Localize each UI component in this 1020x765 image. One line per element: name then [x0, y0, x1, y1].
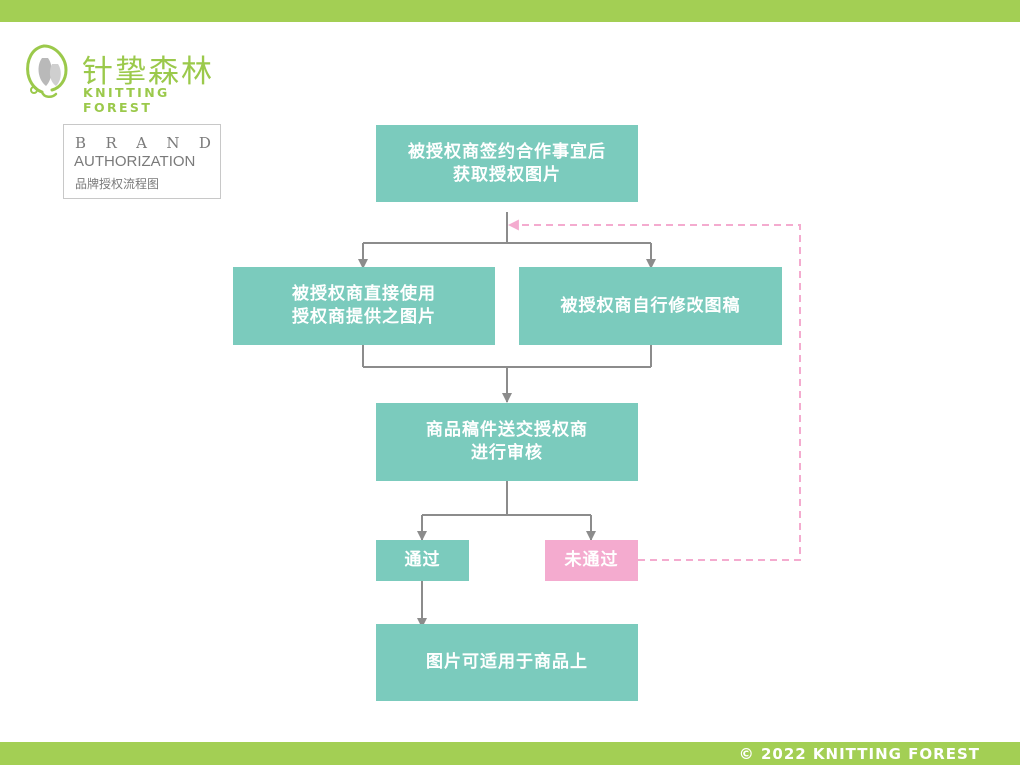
step-text-line: 图片可适用于商品上	[426, 652, 588, 672]
result-fail: 未通过	[545, 540, 638, 581]
step-text-line: 被授权商签约合作事宜后	[408, 141, 606, 162]
step-signed-obtain-images: 被授权商签约合作事宜后 获取授权图片	[376, 125, 638, 202]
step-text-line: 进行审核	[471, 443, 543, 463]
brand-letter: B	[75, 134, 87, 152]
step-text-line: 商品稿件送交授权商	[426, 420, 588, 440]
brand-letters: B R A N D	[75, 134, 211, 152]
step-final-approved: 图片可适用于商品上	[376, 624, 638, 701]
top-accent-bar	[0, 0, 1020, 22]
fail-loop-dashed-arrow	[507, 219, 801, 561]
step-text-line: 被授权商自行修改图稿	[560, 295, 741, 316]
logo-english-name: KNITTING FOREST	[83, 85, 170, 115]
step-text-line: 授权商提供之图片	[292, 307, 436, 327]
brand-letter: N	[166, 134, 180, 152]
brand-authorization-label: B R A N D AUTHORIZATION 品牌授权流程图	[63, 124, 221, 199]
authorization-word: AUTHORIZATION	[74, 153, 196, 170]
step-self-modify: 被授权商自行修改图稿	[519, 267, 782, 345]
footer-bar: © 2022 KNITTING FOREST	[0, 742, 1020, 765]
brand-logo: 针挚森林 KNITTING FOREST	[22, 40, 242, 115]
result-pass: 通过	[376, 540, 469, 581]
logo-chinese-name: 针挚森林	[82, 54, 214, 90]
copyright-text: © 2022 KNITTING FOREST	[738, 745, 980, 763]
tree-logo-icon	[26, 44, 68, 98]
result-fail-label: 未通过	[564, 550, 619, 570]
flowchart-subtitle: 品牌授权流程图	[75, 177, 160, 191]
result-pass-label: 通过	[404, 550, 441, 570]
brand-letter: R	[105, 134, 117, 152]
step-text-line: 被授权商直接使用	[292, 284, 436, 304]
brand-letter: D	[198, 134, 211, 152]
brand-letter: A	[136, 134, 147, 152]
step-text-line: 获取授权图片	[453, 164, 561, 185]
step-direct-use: 被授权商直接使用 授权商提供之图片	[233, 267, 495, 345]
step-submit-review: 商品稿件送交授权商 进行审核	[376, 403, 638, 481]
